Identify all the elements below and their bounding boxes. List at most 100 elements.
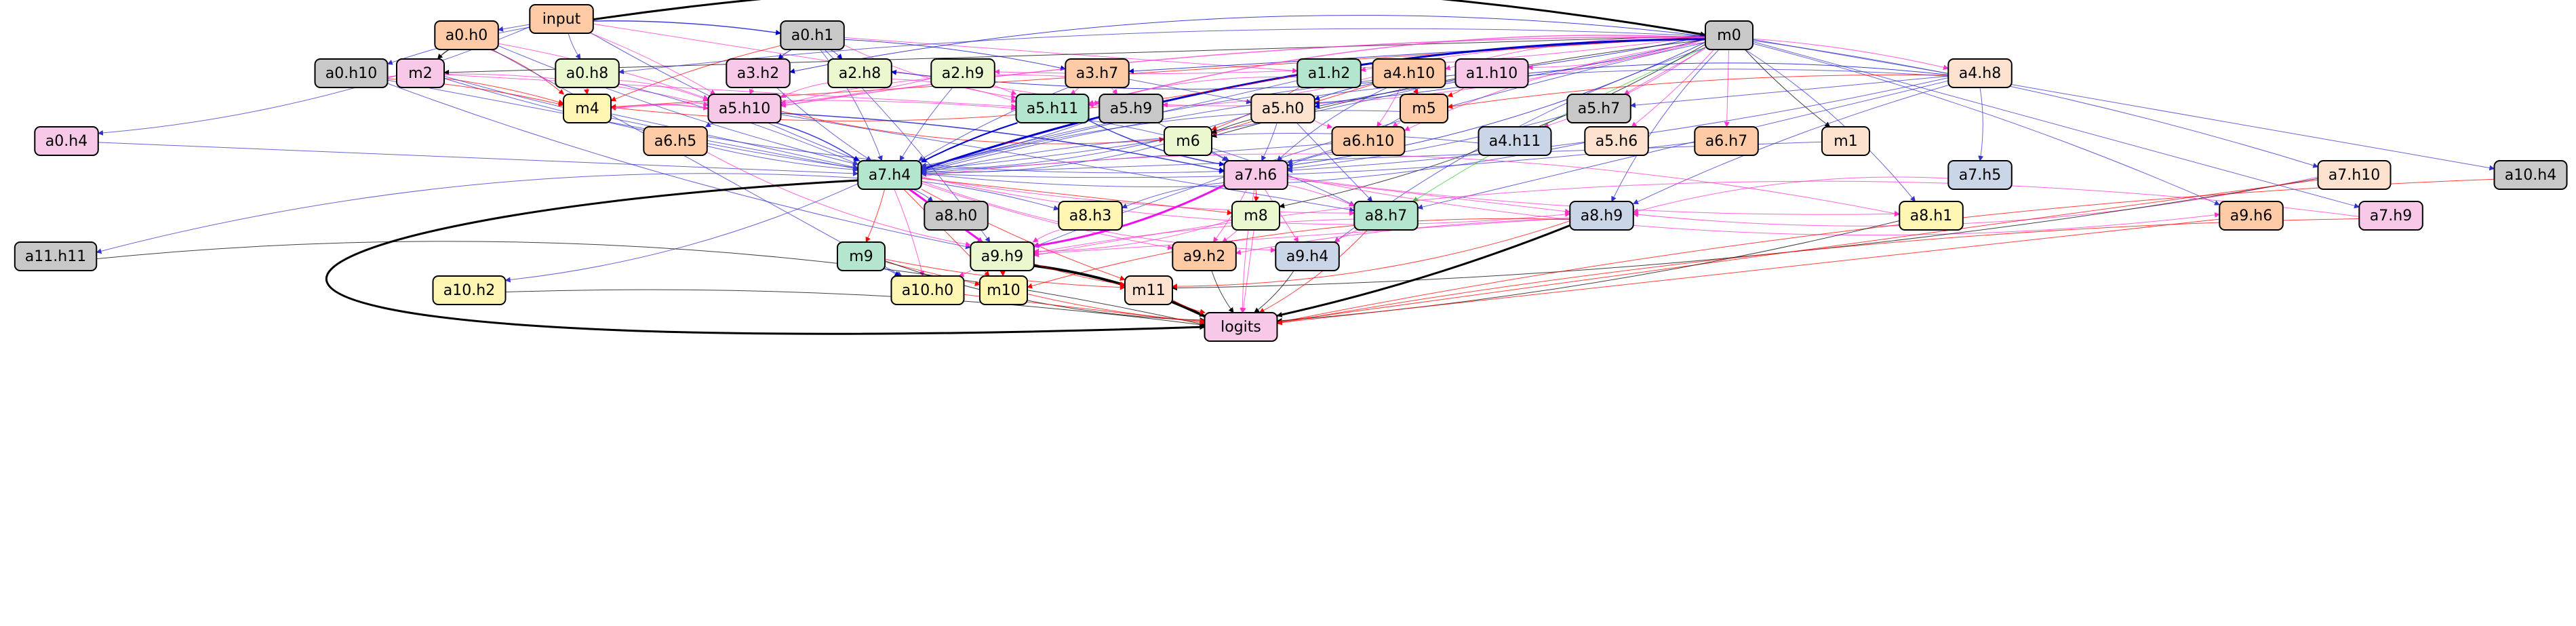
node-a5-h10[interactable]: a5.h10: [707, 94, 782, 123]
edge-a5-h10-to-a7-h4: [775, 122, 859, 161]
node-a0-h1[interactable]: a0.h1: [780, 20, 845, 50]
node-m11[interactable]: m11: [1124, 275, 1173, 305]
node-box: [2317, 160, 2392, 190]
node-label: a5.h10: [719, 100, 770, 117]
node-m4[interactable]: m4: [563, 94, 612, 123]
node-a10-h2[interactable]: a10.h2: [432, 275, 507, 305]
edge-m11-to-logits: [1172, 299, 1206, 315]
node-label: a6.h5: [654, 133, 696, 150]
edge-m6-to-a7-h6: [1211, 153, 1228, 161]
edge-input-to-a0-h0: [498, 24, 530, 32]
node-input[interactable]: input: [529, 4, 594, 34]
node-a5-h0[interactable]: a5.h0: [1250, 94, 1315, 123]
node-a10-h4[interactable]: a10.h4: [2493, 160, 2568, 190]
edge-a0-h10-to-a7-h4: [387, 79, 859, 171]
node-a7-h9[interactable]: a7.h9: [2358, 201, 2423, 231]
node-a5-h6[interactable]: a5.h6: [1584, 126, 1649, 156]
node-box: [970, 241, 1035, 271]
node-m1[interactable]: m1: [1821, 126, 1870, 156]
node-box: [1331, 126, 1406, 156]
node-a5-h7[interactable]: a5.h7: [1566, 94, 1631, 123]
node-a1-h2[interactable]: a1.h2: [1296, 58, 1362, 88]
node-a0-h4[interactable]: a0.h4: [34, 126, 99, 156]
node-label: m9: [849, 248, 873, 265]
edge-a7-h4-to-a9-h2: [921, 182, 1174, 250]
node-box: [1569, 201, 1634, 231]
node-box: [1065, 58, 1130, 88]
edge-a8-h7-to-logits: [1259, 229, 1368, 313]
edge-m0-to-a7-h9: [1752, 41, 2360, 209]
node-a9-h2[interactable]: a9.h2: [1172, 241, 1237, 271]
node-label: a10.h0: [902, 282, 953, 299]
node-label: a7.h9: [2370, 208, 2412, 224]
node-box: [1694, 126, 1759, 156]
node-a5-h11[interactable]: a5.h11: [1015, 94, 1090, 123]
node-a8-h0[interactable]: a8.h0: [924, 201, 989, 231]
node-label: a9.h2: [1183, 248, 1225, 265]
node-box: [1947, 160, 2013, 190]
node-a0-h10[interactable]: a0.h10: [314, 58, 389, 88]
node-box: [924, 201, 989, 231]
node-a3-h7[interactable]: a3.h7: [1065, 58, 1130, 88]
node-m6[interactable]: m6: [1164, 126, 1212, 156]
node-a8-h3[interactable]: a8.h3: [1058, 201, 1123, 231]
edge-a6-h5-to-a9-h9: [707, 152, 972, 248]
node-m5[interactable]: m5: [1400, 94, 1448, 123]
node-a7-h10[interactable]: a7.h10: [2317, 160, 2392, 190]
edge-a0-h1-to-m4: [610, 45, 781, 102]
node-a2-h9[interactable]: a2.h9: [930, 58, 995, 88]
edge-m9-to-a10-h0: [884, 268, 900, 277]
node-m9[interactable]: m9: [837, 241, 886, 271]
node-logits[interactable]: logits: [1204, 312, 1278, 342]
edge-a5-h7-to-a7-h6: [1287, 114, 1568, 172]
node-box: [396, 58, 445, 88]
edge-m2-to-a5-h11: [443, 74, 1017, 109]
edge-a9-h6-to-logits: [1276, 218, 2220, 326]
node-a8-h7[interactable]: a8.h7: [1353, 201, 1419, 231]
node-a10-h0[interactable]: a10.h0: [890, 275, 965, 305]
node-label: a0.h8: [566, 65, 608, 82]
node-a9-h4[interactable]: a9.h4: [1275, 241, 1340, 271]
node-a5-h9[interactable]: a5.h9: [1098, 94, 1164, 123]
node-a6-h7[interactable]: a6.h7: [1694, 126, 1759, 156]
node-a8-h9[interactable]: a8.h9: [1569, 201, 1634, 231]
node-a8-h1[interactable]: a8.h1: [1899, 201, 1964, 231]
node-label: a3.h7: [1076, 65, 1118, 82]
node-box: [1821, 126, 1870, 156]
node-a11-h11[interactable]: a11.h11: [14, 241, 98, 271]
edge-a1-h10-to-m5: [1447, 87, 1465, 98]
edge-a7-h4-to-a8-h7: [921, 177, 1355, 216]
node-box: [1353, 201, 1419, 231]
node-a6-h5[interactable]: a6.h5: [643, 126, 708, 156]
node-label: a5.h7: [1578, 100, 1620, 117]
node-a6-h10[interactable]: a6.h10: [1331, 126, 1406, 156]
edge-a4-h10-to-a5-h0: [1314, 83, 1373, 101]
node-a0-h8[interactable]: a0.h8: [555, 58, 620, 88]
edge-m4-to-a5-h11: [610, 100, 1017, 111]
node-box: [1372, 58, 1446, 88]
node-box: [1250, 94, 1315, 123]
node-a7-h5[interactable]: a7.h5: [1947, 160, 2013, 190]
edge-a3-h7-to-a5-h0: [1128, 79, 1252, 104]
node-a3-h2[interactable]: a3.h2: [726, 58, 791, 88]
node-a0-h0[interactable]: a0.h0: [434, 20, 499, 50]
node-a9-h9[interactable]: a9.h9: [970, 241, 1035, 271]
edge-a7-h6-to-a8-h9: [1287, 178, 1571, 214]
node-box: [979, 275, 1028, 305]
node-m10[interactable]: m10: [979, 275, 1028, 305]
node-a7-h6[interactable]: a7.h6: [1223, 160, 1288, 190]
node-a9-h6[interactable]: a9.h6: [2219, 201, 2284, 231]
edge-m0-to-a1-h10: [1527, 39, 1706, 71]
node-a4-h11[interactable]: a4.h11: [1478, 126, 1552, 156]
node-label: m1: [1834, 133, 1857, 150]
node-m0[interactable]: m0: [1705, 20, 1753, 50]
node-m8[interactable]: m8: [1231, 201, 1280, 231]
node-a4-h10[interactable]: a4.h10: [1372, 58, 1446, 88]
node-box: [2358, 201, 2423, 231]
node-a2-h8[interactable]: a2.h8: [827, 58, 892, 88]
node-a1-h10[interactable]: a1.h10: [1454, 58, 1529, 88]
node-box: [1223, 160, 1288, 190]
node-a4-h8[interactable]: a4.h8: [1947, 58, 2013, 88]
node-a7-h4[interactable]: a7.h4: [857, 160, 922, 190]
node-m2[interactable]: m2: [396, 58, 445, 88]
